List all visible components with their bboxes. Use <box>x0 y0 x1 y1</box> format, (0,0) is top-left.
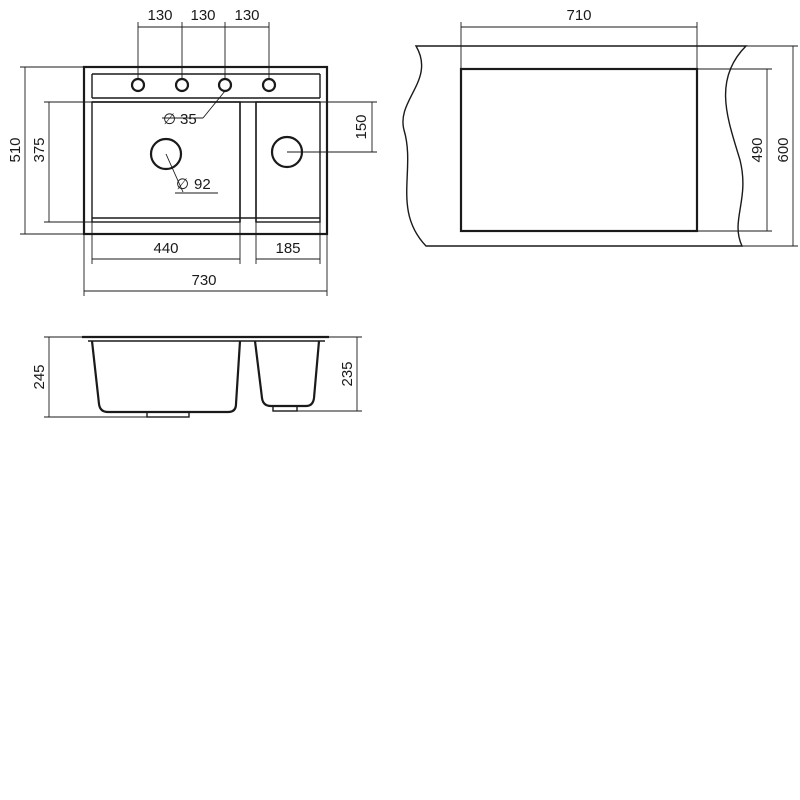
bowl-depth-label: 375 <box>31 137 48 162</box>
tap-hole-4 <box>261 77 277 93</box>
drain-offset-dimension: 150 <box>287 101 377 153</box>
top-view: 130 130 130 ∅ 35 ∅ 92 510 <box>7 7 377 296</box>
main-bowl-section <box>90 340 242 414</box>
small-bowl-drain-outlet <box>272 405 298 412</box>
small-bowl-height-dimension: 235 <box>297 336 362 412</box>
cutout-view: 710 490 600 <box>402 7 798 247</box>
drain-offset-label: 150 <box>353 114 370 139</box>
diameter-symbol: ∅ <box>163 111 176 128</box>
side-section-view: 245 235 <box>31 335 362 418</box>
tap-hole-3 <box>217 77 233 93</box>
cutout-width-label: 710 <box>566 7 591 24</box>
main-bowl-width-label: 440 <box>153 240 178 257</box>
countertop-outline <box>402 45 748 247</box>
hole-spacing-label-2: 130 <box>190 7 215 24</box>
bowl-depth-dimension: 375 <box>31 101 92 223</box>
overall-width-dimension: 730 <box>83 234 328 296</box>
main-bowl-height-label: 245 <box>31 364 48 389</box>
cabinet-depth-label: 600 <box>775 137 792 162</box>
hole-spacing-label-1: 130 <box>147 7 172 24</box>
cutout-rectangle <box>459 67 699 233</box>
main-bowl-drain-outlet <box>146 411 190 418</box>
hole-spacing-label-3: 130 <box>234 7 259 24</box>
small-bowl-outline <box>255 101 321 223</box>
drain-diameter-callout: ∅ 92 <box>165 153 218 194</box>
tap-hole-diameter-label: 35 <box>180 111 197 128</box>
tap-hole-2 <box>174 77 190 93</box>
small-bowl-width-label: 185 <box>275 240 300 257</box>
diameter-symbol: ∅ <box>176 176 189 193</box>
bowl-width-dimensions: 440 185 <box>91 222 321 264</box>
tap-hole-1 <box>130 77 146 93</box>
overall-depth-dimension: 510 <box>7 66 84 235</box>
small-bowl-height-label: 235 <box>339 361 356 386</box>
tap-hole-diameter-callout: ∅ 35 <box>162 90 226 128</box>
cutout-depth-dimension: 490 <box>697 68 772 232</box>
cabinet-depth-dimension: 600 <box>742 45 798 247</box>
cutout-depth-label: 490 <box>749 137 766 162</box>
main-bowl-drain <box>149 137 183 171</box>
sink-outline <box>82 65 329 236</box>
drain-diameter-label: 92 <box>194 176 211 193</box>
main-bowl-height-dimension: 245 <box>31 336 147 418</box>
cutout-width-dimension: 710 <box>460 7 698 69</box>
hole-spacing-dimension: 130 130 130 <box>137 7 270 79</box>
small-bowl-section <box>253 340 321 408</box>
overall-width-label: 730 <box>191 272 216 289</box>
overall-depth-label: 510 <box>7 137 24 162</box>
